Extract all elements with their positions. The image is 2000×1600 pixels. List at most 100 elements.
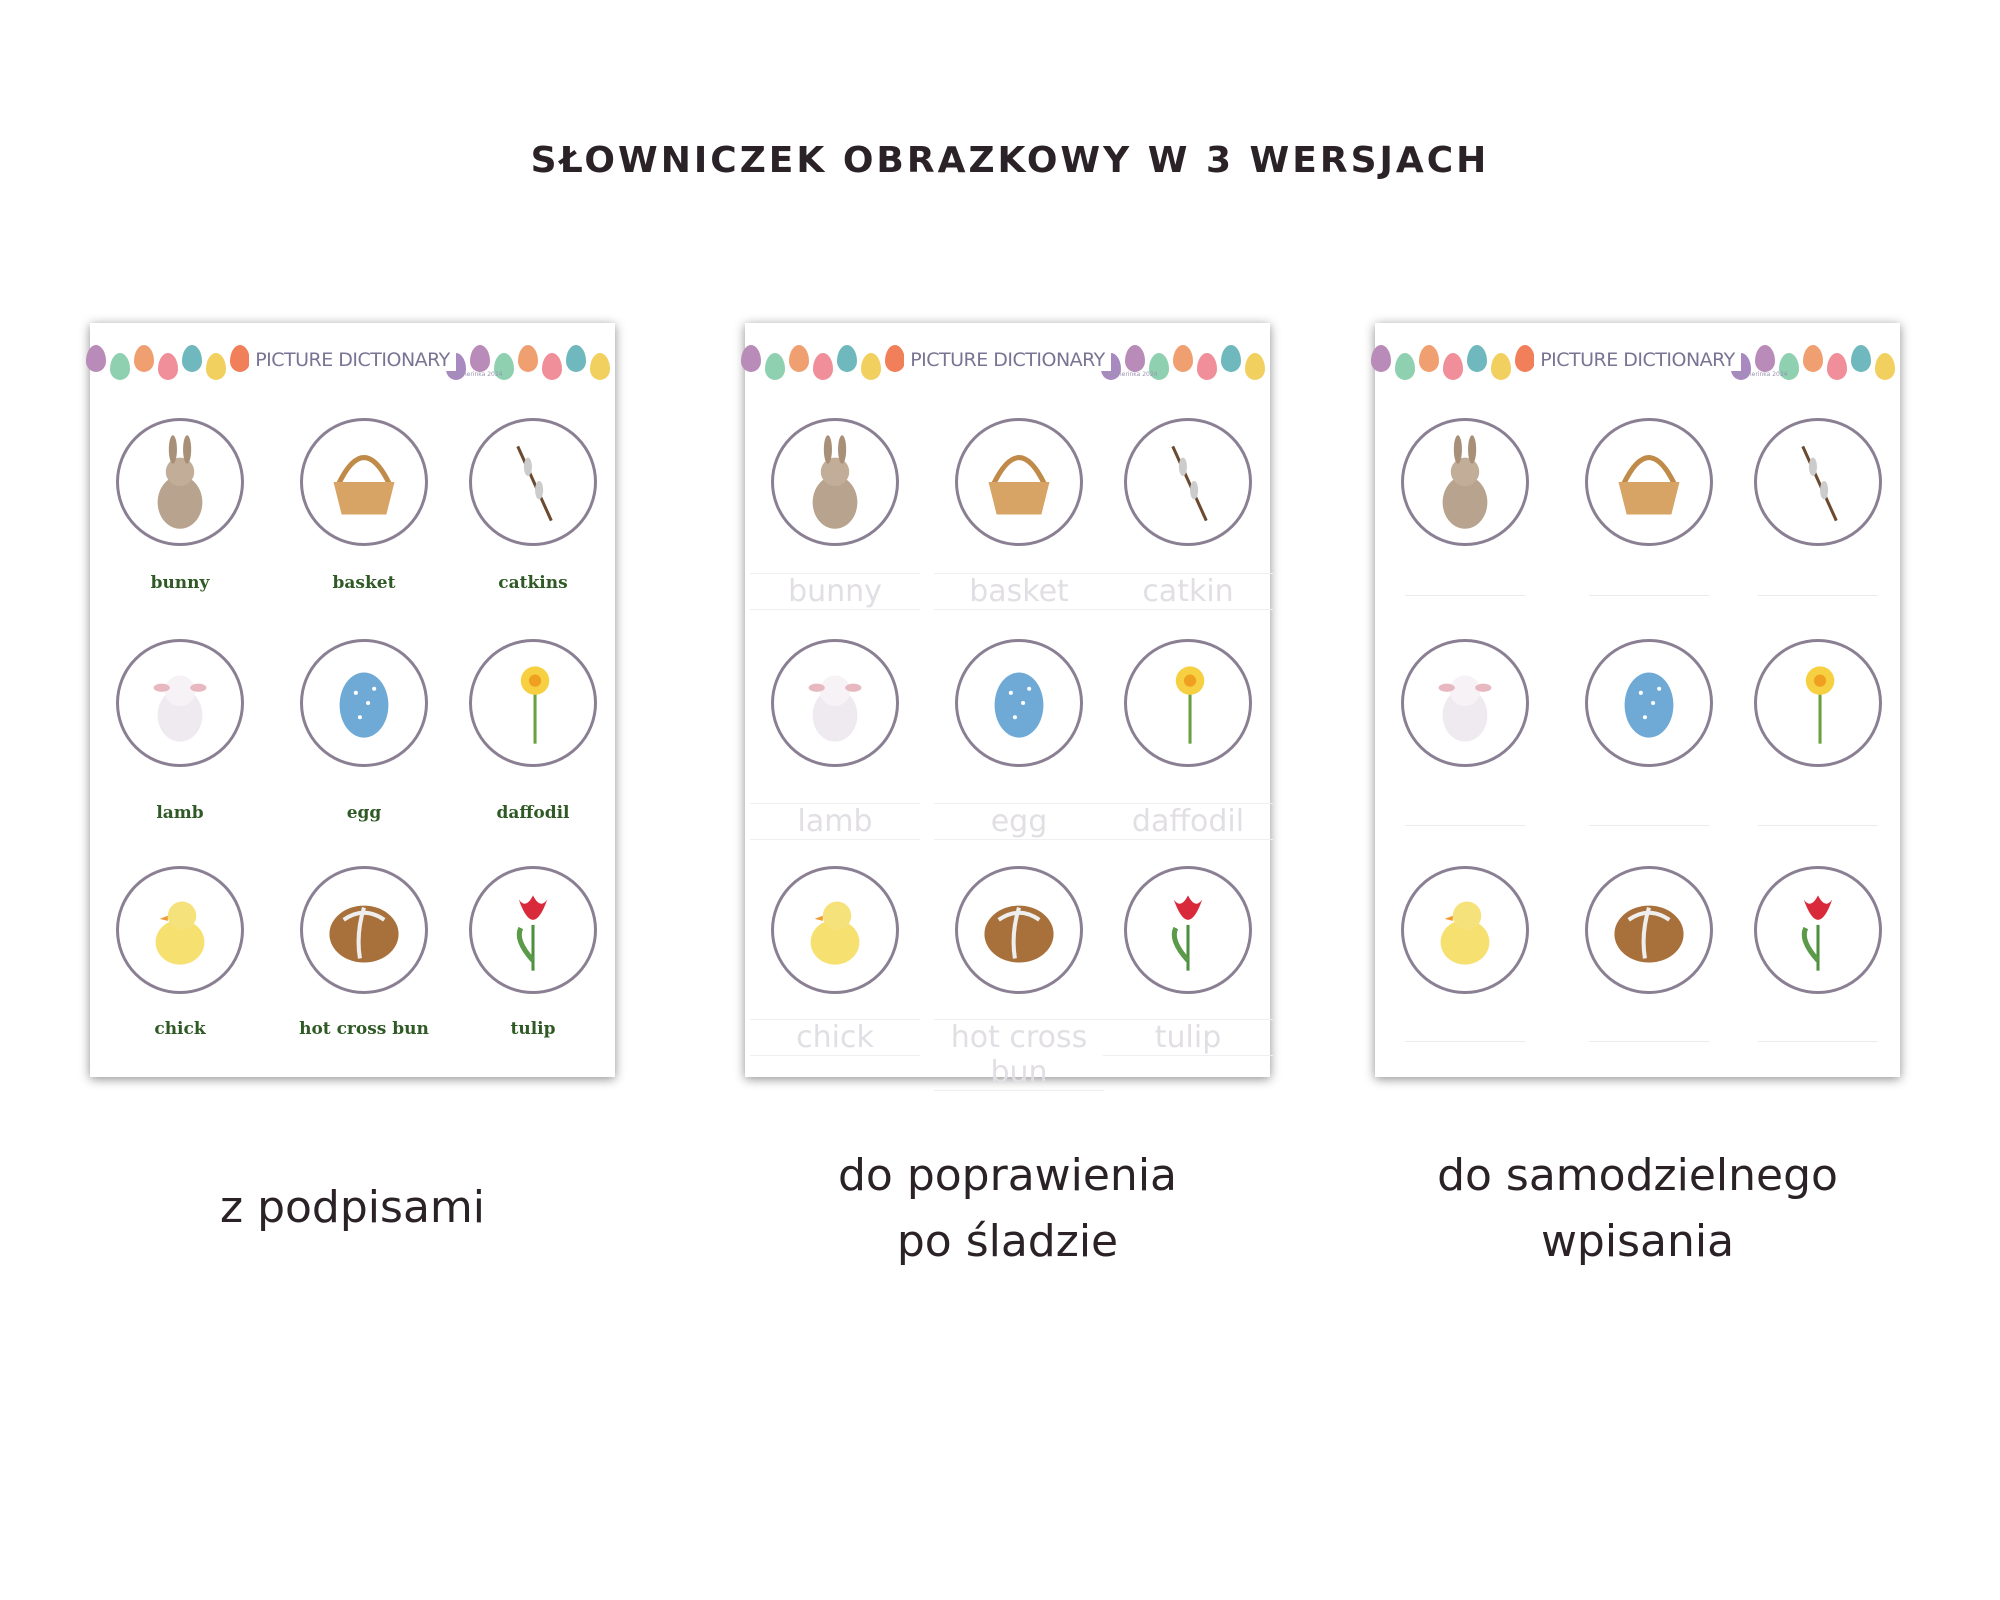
- catkin-icon: [516, 445, 553, 522]
- chick-icon: [1440, 901, 1490, 965]
- word-label: chick: [154, 1019, 206, 1039]
- writing-line: [1589, 595, 1709, 596]
- lamb-icon: [1438, 675, 1492, 742]
- writing-line: [1589, 825, 1709, 826]
- egg-icon: [813, 353, 833, 380]
- egg-icon: [1245, 353, 1265, 380]
- lamb-icon: [153, 675, 207, 742]
- egg-icon: [1803, 345, 1823, 372]
- word-label: basket: [332, 573, 396, 593]
- worksheet-heading: PICTURE DICTIONARY: [1534, 349, 1741, 371]
- daffodil-icon: [520, 666, 550, 744]
- egg-icon: [230, 345, 250, 372]
- worksheet-heading: PICTURE DICTIONARY: [904, 349, 1111, 371]
- trace-word: lamb: [750, 803, 920, 840]
- egg-icon: [494, 353, 514, 380]
- trace-word: chick: [750, 1019, 920, 1056]
- tulip-icon: [1171, 895, 1203, 971]
- bun-icon: [984, 905, 1054, 963]
- caption-line: do samodzielnego: [1437, 1150, 1838, 1201]
- egg-icon: [837, 345, 857, 372]
- basket-icon: [333, 455, 395, 515]
- bunny-picture: [1401, 418, 1529, 546]
- bunny-icon: [157, 435, 203, 529]
- tulip-picture: [469, 866, 597, 994]
- egg-icon: [566, 345, 586, 372]
- egg-icon: [1221, 345, 1241, 372]
- bunny-picture: [771, 418, 899, 546]
- egg-icon: [861, 353, 881, 380]
- egg-icon: [110, 353, 130, 380]
- egg-icon: [1197, 353, 1217, 380]
- trace-word: catkin: [1103, 573, 1273, 610]
- word-label: hot cross bun: [299, 1019, 429, 1039]
- trace-word: hot cross bun: [934, 1019, 1104, 1091]
- egg-icon: [1149, 353, 1169, 380]
- daffodil-picture: [469, 639, 597, 767]
- catkin-icon: [1801, 445, 1838, 522]
- bunny-icon: [812, 435, 858, 529]
- egg-icon: [1395, 353, 1415, 380]
- bunny-icon: [1442, 435, 1488, 529]
- egg-icon: [182, 345, 202, 372]
- chick-picture: [116, 866, 244, 994]
- writing-line: [1405, 595, 1525, 596]
- egg-icon: [765, 353, 785, 380]
- basket-picture: [1585, 418, 1713, 546]
- egg-garland: [86, 345, 615, 395]
- writing-line: [1758, 595, 1878, 596]
- egg-icon: [134, 345, 154, 372]
- egg-garland: [1371, 345, 1900, 395]
- catkin-picture: [469, 418, 597, 546]
- daffodil-picture: [1754, 639, 1882, 767]
- basket-picture: [955, 418, 1083, 546]
- basket-picture: [300, 418, 428, 546]
- caption-labels: z podpisami: [30, 1175, 675, 1241]
- word-label: bunny: [150, 573, 210, 593]
- egg-icon: [1851, 345, 1871, 372]
- tulip-icon: [1801, 895, 1833, 971]
- egg-picture: [955, 639, 1083, 767]
- chick-icon: [155, 901, 205, 965]
- writing-line: [1758, 825, 1878, 826]
- daffodil-icon: [1805, 666, 1835, 744]
- egg-icon: [1827, 353, 1847, 380]
- egg-icon: [1419, 345, 1439, 372]
- bun-icon: [1614, 905, 1684, 963]
- chick-picture: [1401, 866, 1529, 994]
- basket-icon: [1618, 455, 1680, 515]
- trace-word: basket: [934, 573, 1104, 610]
- bun-picture: [300, 866, 428, 994]
- catkin-picture: [1124, 418, 1252, 546]
- caption-line: do poprawienia: [837, 1150, 1178, 1201]
- trace-word: bunny: [750, 573, 920, 610]
- egg-icon: [518, 345, 538, 372]
- catkin-picture: [1754, 418, 1882, 546]
- egg-icon: [1624, 672, 1674, 738]
- word-label: catkins: [498, 573, 568, 593]
- lamb-picture: [1401, 639, 1529, 767]
- egg-picture: [300, 639, 428, 767]
- egg-icon: [86, 345, 106, 372]
- egg-icon: [590, 353, 610, 380]
- caption-line: z podpisami: [220, 1182, 485, 1233]
- chick-picture: [771, 866, 899, 994]
- bunny-picture: [116, 418, 244, 546]
- writing-line: [1405, 1041, 1525, 1042]
- egg-icon: [885, 345, 905, 372]
- egg-icon: [1173, 345, 1193, 372]
- trace-word: egg: [934, 803, 1104, 840]
- daffodil-picture: [1124, 639, 1252, 767]
- egg-icon: [158, 353, 178, 380]
- egg-icon: [1779, 353, 1799, 380]
- egg-icon: [1125, 345, 1145, 372]
- trace-word: daffodil: [1103, 803, 1273, 840]
- writing-line: [1758, 1041, 1878, 1042]
- writing-line: [1589, 1041, 1709, 1042]
- egg-icon: [1515, 345, 1535, 372]
- tulip-picture: [1754, 866, 1882, 994]
